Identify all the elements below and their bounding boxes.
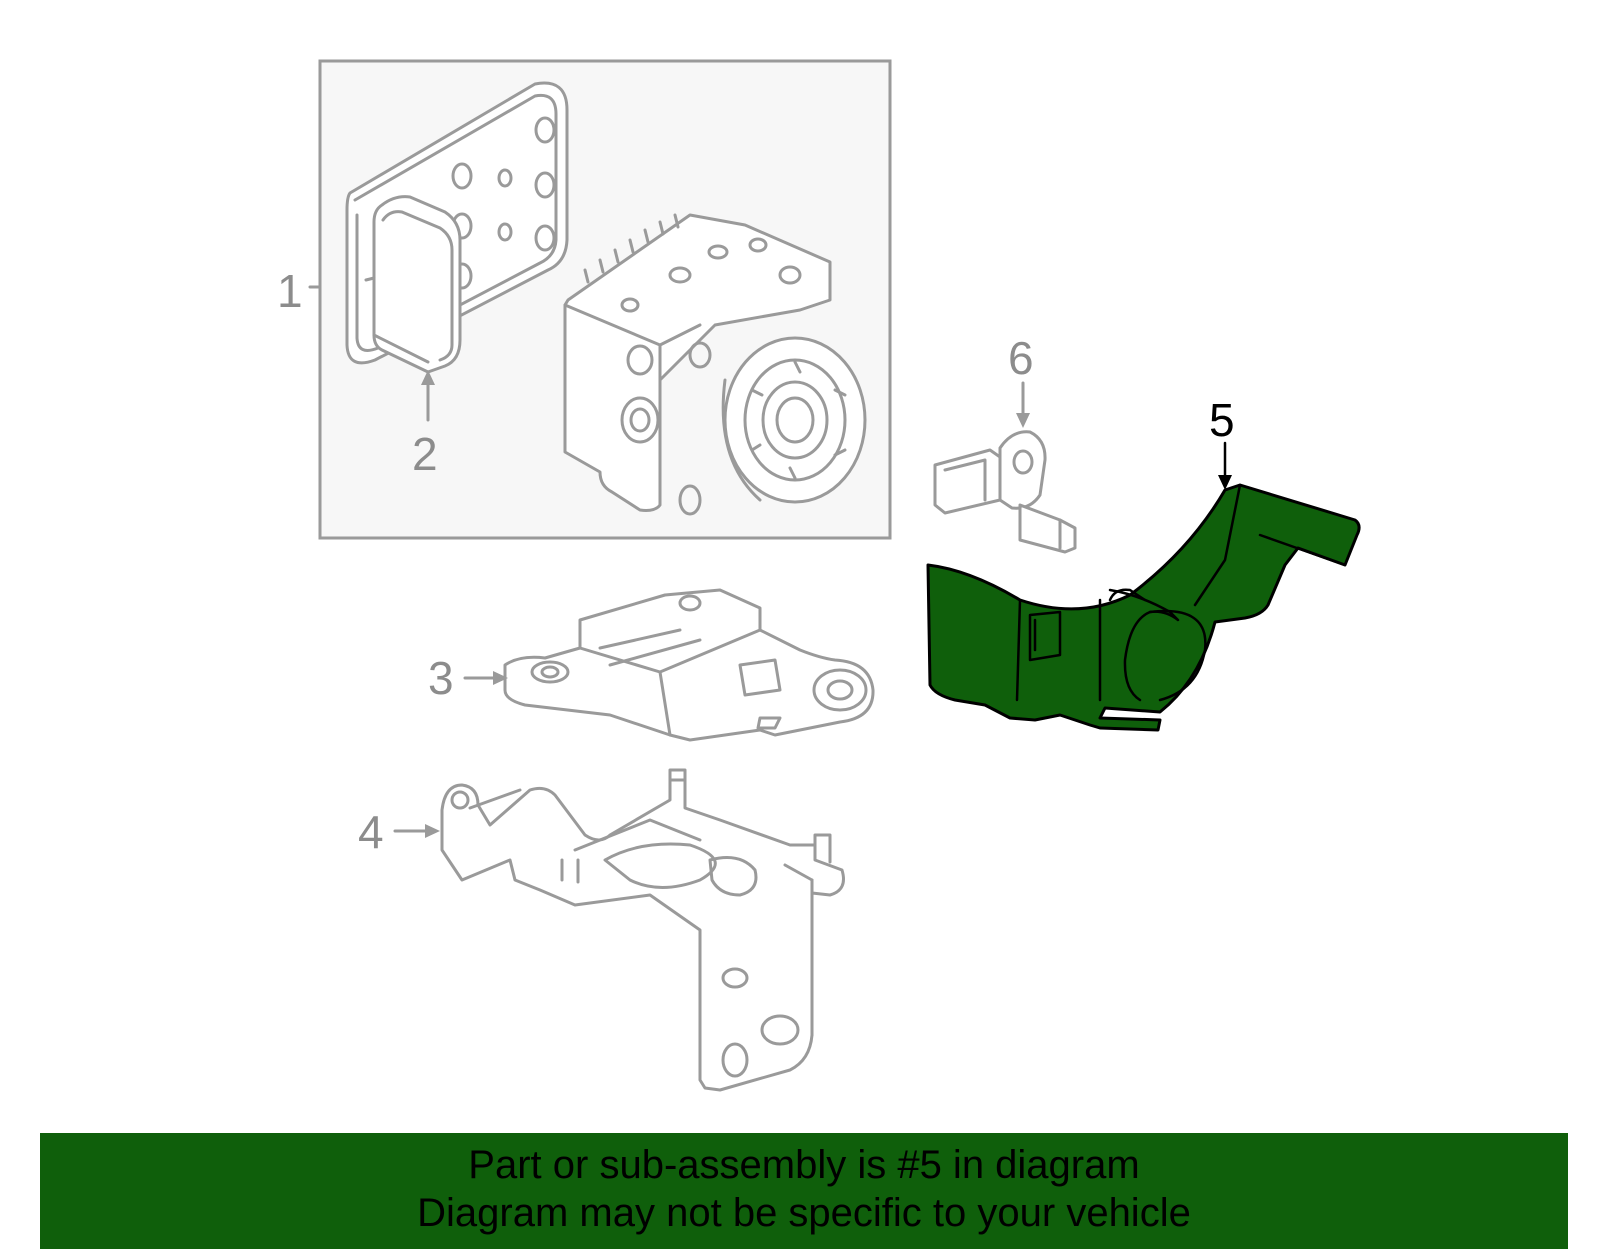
hydraulic-unit: [563, 213, 867, 516]
control-unit: [503, 588, 875, 742]
banner-line-1: Part or sub-assembly is #5 in diagram: [468, 1143, 1140, 1187]
arrow-5: [1218, 475, 1232, 490]
leader-lines: [308, 285, 1232, 838]
arrow-3: [493, 671, 508, 685]
callout-2: 2: [412, 428, 438, 480]
callout-1: 1: [277, 265, 303, 317]
arrow-2: [421, 370, 435, 385]
callout-3: 3: [428, 652, 454, 704]
connector-housing: [364, 195, 462, 374]
callout-4: 4: [358, 806, 384, 858]
sensor: [933, 430, 1077, 554]
info-banner: Part or sub-assembly is #5 in diagram Di…: [40, 1133, 1568, 1249]
highlighted-part-5: [926, 483, 1361, 732]
callout-5: 5: [1209, 394, 1235, 446]
mounting-bracket: [440, 768, 845, 1092]
arrow-4: [425, 824, 440, 838]
arrow-6: [1016, 413, 1030, 428]
banner-line-2: Diagram may not be specific to your vehi…: [417, 1191, 1191, 1235]
callout-6: 6: [1008, 332, 1034, 384]
